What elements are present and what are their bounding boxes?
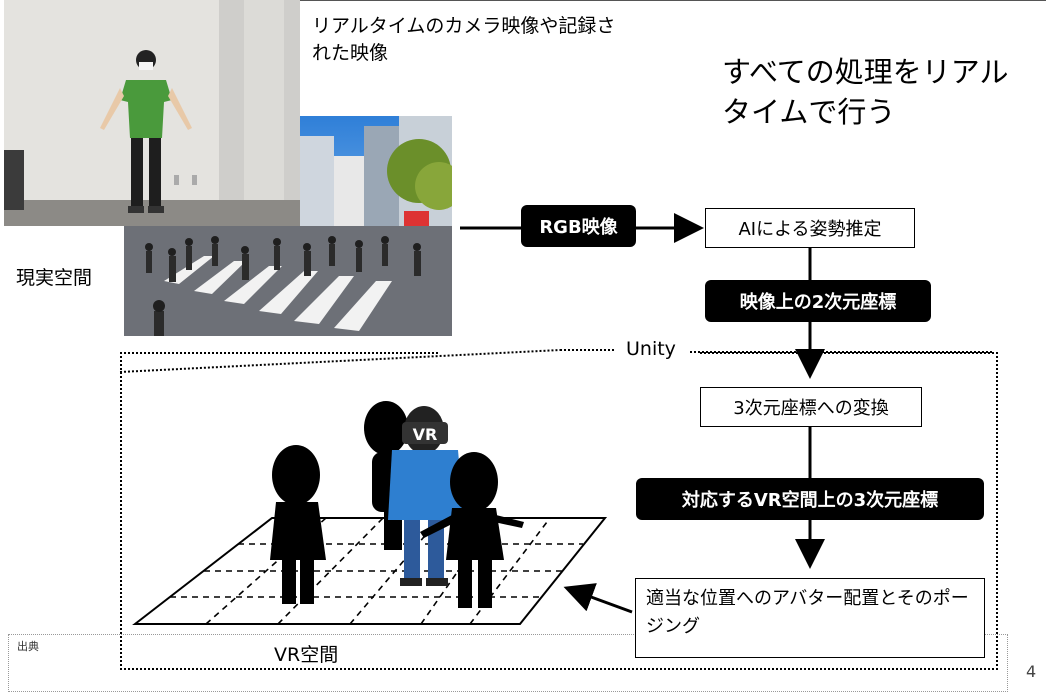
2d-coordinates-pill: 映像上の2次元座標 (705, 280, 931, 322)
3d-conversion-box: 3次元座標への変換 (700, 387, 922, 427)
page-number: 4 (1026, 662, 1037, 681)
rgb-video-pill: RGB映像 (521, 205, 636, 247)
real-space-label: 現実空間 (16, 267, 93, 289)
source-label: 出典 (17, 640, 39, 653)
camera-caption: リアルタイムのカメラ映像や記録された映像 (312, 15, 616, 64)
vr-headset-person: VR (388, 406, 464, 586)
person-t-pose-illustration (4, 0, 300, 226)
svg-text:VR: VR (413, 425, 438, 444)
street-crossing-photo (124, 116, 452, 336)
avatar-placement-box: 適当な位置へのアバター配置とそのポージング (635, 578, 985, 658)
grid-floor (132, 517, 608, 625)
unity-label: Unity (626, 338, 676, 360)
vr-3d-coordinates-pill: 対応するVR空間上の3次元座標 (636, 478, 984, 520)
avatar-silhouette-right (420, 452, 524, 608)
camera-person-photo (4, 0, 300, 226)
pose-estimation-box: AIによる姿勢推定 (705, 208, 915, 248)
avatar-silhouette-left (270, 445, 326, 604)
avatar-to-vr-arrow (563, 583, 633, 614)
vr-space-label: VR空間 (274, 644, 339, 666)
street-crossing-illustration (124, 116, 452, 336)
top-rule (300, 0, 1046, 1)
headline: すべての処理をリアルタイムで行う (722, 55, 1009, 129)
